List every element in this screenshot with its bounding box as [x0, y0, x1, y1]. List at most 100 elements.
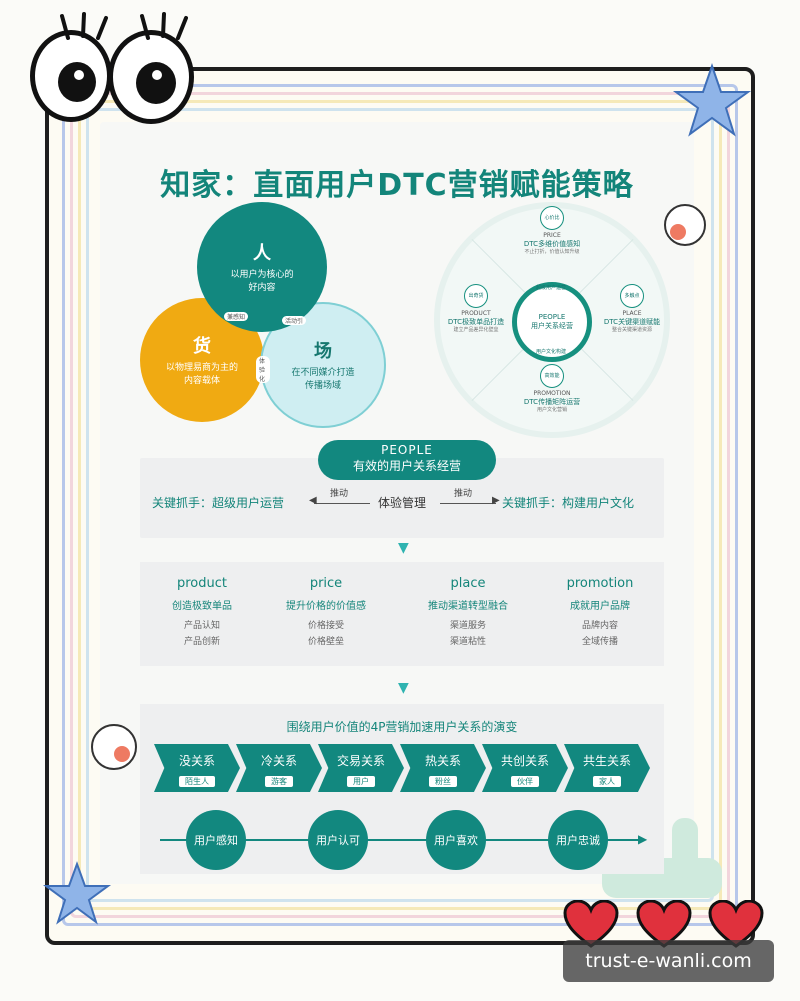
relation-3-label: 热关系 [424, 754, 461, 768]
wheel-promotion: 高效能 PROMOTION DTC传播矩阵运营 用户文化营销 [512, 364, 592, 414]
venn-huo-desc2: 内容载体 [183, 376, 220, 386]
venn-chang-label: 场 [314, 341, 332, 362]
four-p-price-en: price [309, 576, 343, 591]
four-p-place-en: place [450, 576, 486, 591]
eyelashes-icon [60, 12, 188, 40]
wheel-core-top: 超级用户运营 [536, 285, 567, 291]
four-p-place-cn: 推动渠道转型融合 [428, 601, 508, 612]
people-pill: PEOPLE 有效的用户关系经营 [318, 440, 496, 480]
relation-5-label: 共生关系 [582, 754, 631, 768]
four-p-product-cn: 创造极致单品 [172, 601, 232, 612]
promotion-dot: 高效能 [540, 364, 564, 388]
node-0: 用户感知 [186, 810, 246, 870]
wheel-product: 出奇货 PRODUCT DTC极致单品打造 建立产品差异化壁垒 [436, 284, 516, 334]
relation-1-role: 游客 [265, 776, 293, 787]
wheel-place: 多触点 PLACE DTC关键渠道赋能 整合关键渠道资源 [592, 284, 672, 334]
heart-icon-1 [563, 900, 619, 948]
push-right-label: 推动 [454, 489, 473, 499]
price-dot: 心价比 [540, 206, 564, 230]
flower-doodle-left-icon [91, 724, 137, 770]
venn-ren-desc2: 好内容 [248, 283, 276, 293]
relations-title: 围绕用户价值的4P营销加速用户关系的演变 [286, 720, 518, 734]
place-cn: DTC关键渠道赋能 [603, 318, 661, 326]
frame-stripe-yellow [78, 100, 722, 910]
push-left-label: 推动 [330, 489, 349, 499]
left-pupil [58, 62, 96, 102]
place-desc: 整合关键渠道资源 [611, 327, 652, 333]
relation-5-role: 家人 [593, 776, 621, 787]
people-cn: 有效的用户关系经营 [352, 459, 461, 473]
product-en: PRODUCT [461, 310, 491, 317]
four-p-promotion: promotion 成就用户品牌 品牌内容 全域传播 [540, 576, 660, 650]
four-p-price-i1: 价格接受 [307, 621, 344, 631]
venn-huo-label: 货 [193, 336, 211, 357]
wheel-price: 心价比 PRICE DTC多维价值感知 不止打折，价值认知升级 [512, 206, 592, 256]
wheel-core-bottom: 用户文化构建 [536, 349, 567, 355]
four-p-product-en: product [176, 576, 227, 591]
arrow-right-icon: ▶ [492, 495, 500, 506]
frame-stripe-cyan [86, 108, 714, 902]
relation-0-label: 没关系 [178, 754, 215, 768]
promotion-desc: 用户文化营销 [536, 407, 567, 413]
relation-4-role: 伙伴 [511, 776, 539, 787]
promotion-en: PROMOTION [533, 390, 571, 397]
node-2: 用户喜欢 [426, 810, 486, 870]
down-arrow-2-icon: ▼ [398, 680, 409, 696]
four-p-promotion-i2: 全域传播 [581, 637, 618, 647]
relation-chevron-1: 冷关系 游客 [236, 744, 322, 792]
wheel-core-cn: 用户关系经营 [531, 322, 573, 330]
wheel-core: PEOPLE 用户关系经营 [512, 282, 592, 362]
arrow-left-line [314, 503, 370, 504]
frame-stripe-pink [70, 92, 730, 918]
relation-3-role: 粉丝 [429, 776, 457, 787]
venn-tag-left: 兼感知 [224, 312, 249, 321]
venn-huo-desc1: 以物理易商为主的 [165, 363, 238, 373]
price-desc: 不止打折，价值认知升级 [524, 249, 580, 255]
wheel-core-en: PEOPLE [538, 313, 566, 321]
relation-chevron-4: 共创关系 伙伴 [482, 744, 568, 792]
venn-chang-desc1: 在不同媒介打造 [291, 368, 355, 378]
watermark: trust-e-wanli.com [563, 940, 774, 982]
people-center-text: 体验管理 [378, 496, 427, 510]
flower-doodle-icon [664, 204, 706, 246]
relation-2-label: 交易关系 [336, 754, 385, 768]
right-pupil [136, 62, 176, 104]
blue-star-bottom-icon [42, 861, 112, 925]
product-cn: DTC极致单品打造 [447, 318, 505, 326]
people-left-text: 关键抓手：超级用户运营 [152, 496, 285, 510]
venn-ren-label: 人 [253, 243, 271, 264]
node-3: 用户忠诚 [548, 810, 608, 870]
product-dot: 出奇货 [464, 284, 488, 308]
four-p-price-cn: 提升价格的价值感 [286, 601, 366, 612]
venn-tag-right: 活动引 [282, 316, 307, 325]
four-p-product-i1: 产品认知 [183, 621, 220, 631]
left-eye-shine [74, 70, 84, 80]
venn-ren-circle: 人 以用户为核心的 好内容 [197, 202, 327, 332]
place-en: PLACE [622, 310, 642, 317]
place-dot: 多触点 [620, 284, 644, 308]
people-en: PEOPLE [381, 443, 433, 457]
arrow-right-line [440, 503, 496, 504]
heart-icon-2 [636, 900, 692, 948]
relation-0-role: 陌生人 [179, 776, 215, 787]
venn-ren-desc1: 以用户为核心的 [230, 270, 294, 280]
arrow-left-icon: ◀ [309, 495, 317, 506]
relation-chevron-3: 热关系 粉丝 [400, 744, 486, 792]
relation-chevron-2: 交易关系 用户 [318, 744, 404, 792]
relation-2-role: 用户 [347, 776, 375, 787]
venn-tag-bottom: 体验化 [256, 356, 270, 383]
relation-chevron-0: 没关系 陌生人 [154, 744, 240, 792]
down-arrow-1-icon: ▼ [398, 540, 409, 556]
four-p-promotion-cn: 成就用户品牌 [570, 601, 630, 612]
four-p-product-i2: 产品创新 [183, 637, 220, 647]
four-p-place: place 推动渠道转型融合 渠道服务 渠道粘性 [408, 576, 528, 650]
node-end-arrow-icon: ▶ [638, 832, 648, 846]
page-title: 知家：直面用户DTC营销赋能策略 [160, 168, 634, 203]
node-1: 用户认可 [308, 810, 368, 870]
right-eye-shine [152, 70, 162, 80]
venn-chang-desc2: 传播场域 [304, 381, 341, 391]
node-connector-line [160, 839, 644, 841]
relation-4-label: 共创关系 [500, 754, 549, 768]
four-p-price: price 提升价格的价值感 价格接受 价格壁垒 [266, 576, 386, 650]
relation-1-label: 冷关系 [260, 754, 297, 768]
